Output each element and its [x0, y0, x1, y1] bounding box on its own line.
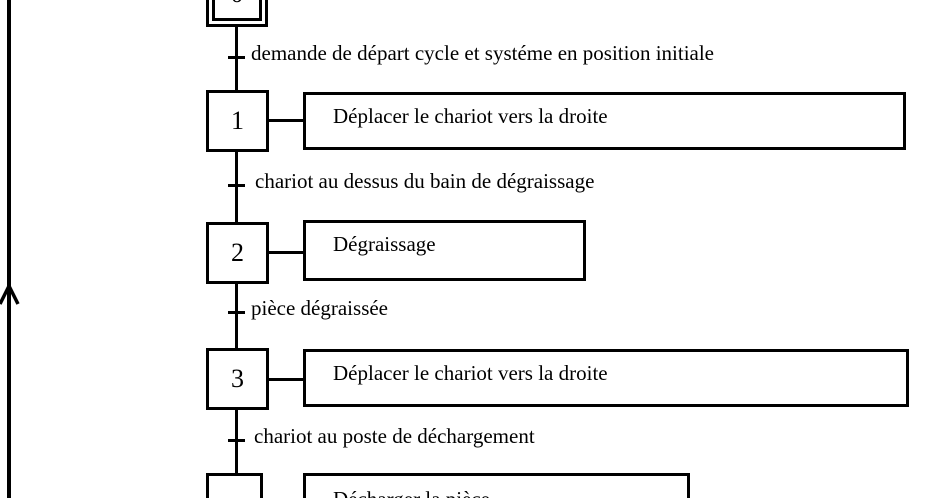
transition-1-condition: demande de départ cycle et systéme en po… [251, 41, 715, 65]
step-0-inner-border: 0 [212, 0, 262, 21]
step-1: 1 [206, 90, 269, 152]
step-1-label: 1 [231, 106, 244, 135]
step-4-action-box: Décharger la pièce [303, 473, 690, 498]
step-0-label: 0 [231, 0, 244, 7]
transition-2-condition: chariot au dessus du bain de dégraissage [255, 169, 595, 193]
step-3-action-link [266, 378, 303, 381]
step-2-label: 2 [231, 238, 244, 267]
transition-3-tick [228, 311, 245, 314]
step-1-action-box: Déplacer le chariot vers la droite [303, 92, 906, 150]
transition-2-tick [228, 184, 245, 187]
step-3-action-box: Déplacer le chariot vers la droite [303, 349, 909, 407]
transition-4-tick [228, 439, 245, 442]
step-4 [206, 473, 263, 498]
transition-1-tick [228, 56, 245, 59]
step-2-action-link [266, 251, 303, 254]
arrow-up-icon [0, 283, 20, 305]
feedback-return-line [7, 0, 11, 498]
step-1-action-link [266, 119, 303, 122]
step-2-action-box: Dégraissage [303, 220, 586, 281]
step-2: 2 [206, 222, 269, 284]
step-0-initial: 0 [206, 0, 268, 27]
step-2-action-label: Dégraissage [333, 232, 436, 256]
transition-4-condition: chariot au poste de déchargement [254, 424, 535, 448]
transition-3-condition: pièce dégraissée [251, 296, 389, 320]
step-3-action-label: Déplacer le chariot vers la droite [333, 361, 608, 385]
step-1-action-label: Déplacer le chariot vers la droite [333, 104, 608, 128]
step-4-action-label: Décharger la pièce [333, 487, 490, 498]
step-3: 3 [206, 348, 269, 410]
step-3-label: 3 [231, 364, 244, 393]
